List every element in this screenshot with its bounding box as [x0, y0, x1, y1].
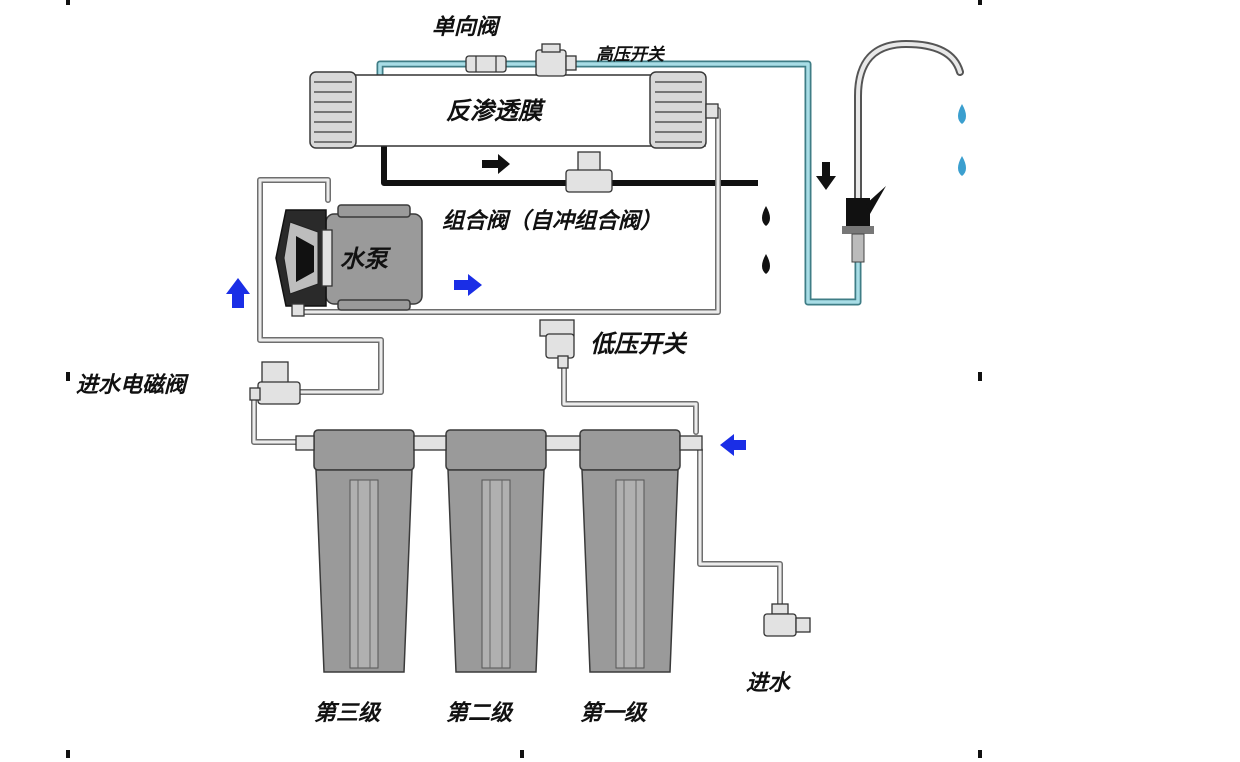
label-stage-1: 第一级	[580, 700, 648, 726]
label-inlet-solenoid: 进水电磁阀	[76, 373, 189, 398]
combo-valve: 组合阀（自冲组合阀）	[442, 151, 662, 234]
label-ro-membrane: 反渗透膜	[446, 97, 546, 125]
arrow-icon	[226, 274, 746, 456]
arrow-icon	[816, 162, 836, 190]
label-check-valve: 单向阀	[432, 15, 501, 40]
label-combo-valve: 组合阀（自冲组合阀）	[442, 208, 662, 234]
label-low-pressure-switch: 低压开关	[590, 330, 688, 358]
low-pressure-switch: 低压开关	[539, 319, 688, 369]
water-drop-icon	[958, 104, 966, 176]
crop-marks	[66, 0, 982, 758]
inlet-solenoid-valve: 进水电磁阀	[76, 361, 301, 405]
arrow-icon	[482, 154, 510, 174]
check-valve: 单向阀	[432, 15, 507, 73]
label-high-pressure-switch: 高压开关	[596, 45, 666, 65]
filter-stage-3: 第三级	[313, 429, 415, 726]
label-pump: 水泵	[340, 245, 392, 273]
water-pump: 水泵	[275, 204, 423, 317]
filter-stage-1: 第一级	[579, 429, 681, 726]
faucet-icon	[842, 39, 964, 263]
feed-lines	[251, 107, 783, 611]
label-stage-3: 第三级	[314, 700, 382, 726]
filter-stage-2: 第二级	[445, 429, 547, 726]
water-inlet: 进水	[746, 603, 811, 696]
ro-membrane: 反渗透膜	[309, 71, 719, 149]
high-pressure-switch: 高压开关	[535, 43, 666, 77]
label-water-inlet: 进水	[746, 671, 792, 696]
water-drop-icon	[762, 206, 770, 274]
label-stage-2: 第二级	[446, 700, 514, 726]
housing-connectors	[295, 435, 703, 451]
